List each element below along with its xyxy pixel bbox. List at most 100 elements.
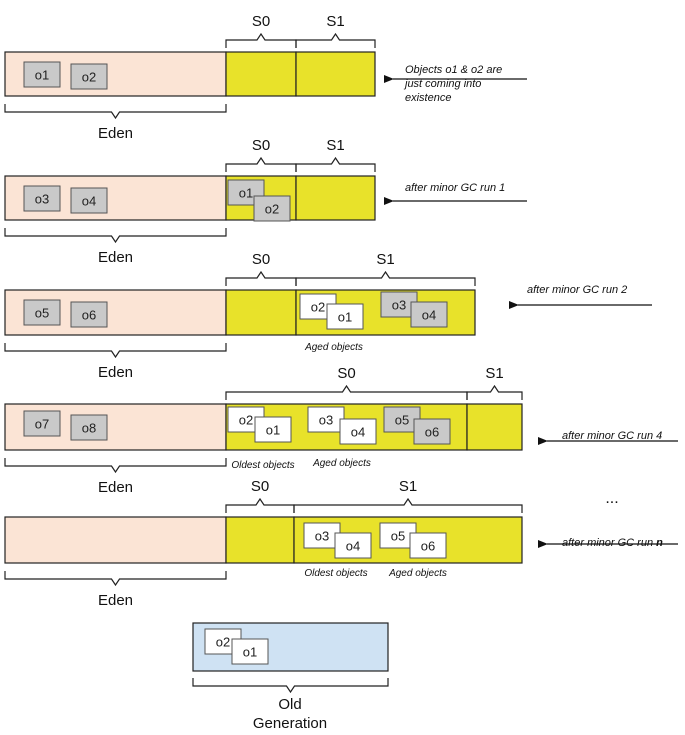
object-label: o1	[338, 310, 352, 325]
object-label: o1	[239, 186, 253, 201]
object-o1: o1	[326, 303, 364, 330]
object-box	[409, 532, 447, 559]
s1-label: S1	[485, 365, 503, 382]
s1-space	[295, 175, 376, 221]
object-label: o1	[243, 645, 257, 660]
s1-label: S1	[326, 137, 344, 154]
object-label: o6	[82, 308, 96, 323]
object-label: o5	[35, 306, 49, 321]
object-o5: o5	[383, 406, 421, 433]
object-box	[413, 418, 451, 445]
event-note: after minor GC run 4	[562, 430, 662, 442]
s1-brace	[295, 156, 376, 172]
eden-space	[4, 516, 227, 564]
object-label: o6	[425, 425, 439, 440]
object-box	[326, 303, 364, 330]
object-box	[339, 418, 377, 445]
s0-label: S0	[251, 478, 269, 495]
old-generation-label-2: Generation	[253, 715, 327, 732]
object-label: o3	[35, 192, 49, 207]
object-o8: o8	[70, 414, 108, 441]
s0-label: S0	[252, 13, 270, 30]
object-o4: o4	[410, 301, 448, 328]
object-o4: o4	[339, 418, 377, 445]
s0-brace	[225, 32, 297, 48]
survivor-caption: Aged objects	[388, 568, 447, 579]
object-label: o1	[35, 68, 49, 83]
s1-brace	[293, 497, 523, 513]
s1-space	[466, 403, 523, 451]
object-o3: o3	[307, 406, 345, 433]
object-label: o3	[392, 298, 406, 313]
survivor-caption: Aged objects	[304, 342, 363, 353]
eden-label: Eden	[98, 125, 133, 142]
object-o4: o4	[334, 532, 372, 559]
object-box	[70, 63, 108, 90]
eden-label: Eden	[98, 479, 133, 496]
object-label: o4	[82, 194, 96, 209]
object-label: o2	[239, 413, 253, 428]
eden-label: Eden	[98, 592, 133, 609]
s0-space	[225, 516, 295, 564]
object-o1: o1	[254, 416, 292, 443]
object-o2: o2	[253, 195, 291, 222]
s1-label: S1	[326, 13, 344, 30]
object-box	[303, 522, 341, 549]
survivor-caption: Oldest objects	[304, 568, 367, 579]
object-label: o5	[391, 529, 405, 544]
object-label: o4	[351, 425, 365, 440]
eden-label: Eden	[98, 249, 133, 266]
eden-brace	[4, 458, 227, 474]
object-label: o8	[82, 421, 96, 436]
object-box	[227, 179, 265, 206]
s1-brace	[295, 270, 476, 286]
object-label: o4	[422, 308, 436, 323]
eden-brace	[4, 343, 227, 359]
object-box	[231, 638, 269, 665]
object-label: o3	[315, 529, 329, 544]
object-o3: o3	[303, 522, 341, 549]
object-box	[70, 414, 108, 441]
object-o6: o6	[409, 532, 447, 559]
survivor-caption: Oldest objects	[231, 460, 294, 471]
object-box	[23, 410, 61, 437]
s0-space	[225, 51, 297, 97]
eden-label: Eden	[98, 364, 133, 381]
s0-label: S0	[337, 365, 355, 382]
s1-brace	[295, 32, 376, 48]
event-note: after minor GC run 1	[405, 182, 505, 194]
object-label: o1	[266, 423, 280, 438]
object-box	[23, 185, 61, 212]
object-box	[410, 301, 448, 328]
s0-brace	[225, 497, 295, 513]
s0-brace	[225, 270, 297, 286]
old-generation-label-1: Old	[278, 696, 301, 713]
eden-brace	[4, 104, 227, 120]
object-box	[253, 195, 291, 222]
ellipsis: ...	[605, 490, 618, 507]
event-note: after minor GC run n	[562, 537, 663, 549]
s0-label: S0	[252, 137, 270, 154]
object-o2: o2	[70, 63, 108, 90]
object-o1: o1	[231, 638, 269, 665]
s0-space	[225, 289, 297, 336]
object-box	[70, 301, 108, 328]
s1-space	[295, 51, 376, 97]
object-o5: o5	[23, 299, 61, 326]
object-o6: o6	[70, 301, 108, 328]
object-label: o3	[319, 413, 333, 428]
s1-brace	[466, 384, 523, 400]
object-label: o5	[395, 413, 409, 428]
object-box	[307, 406, 345, 433]
object-o6: o6	[413, 418, 451, 445]
object-o7: o7	[23, 410, 61, 437]
object-label: o4	[346, 539, 360, 554]
object-box	[254, 416, 292, 443]
object-o1: o1	[23, 61, 61, 88]
object-box	[23, 61, 61, 88]
survivor-caption: Aged objects	[312, 458, 371, 469]
s0-brace	[225, 384, 468, 400]
s1-label: S1	[376, 251, 394, 268]
